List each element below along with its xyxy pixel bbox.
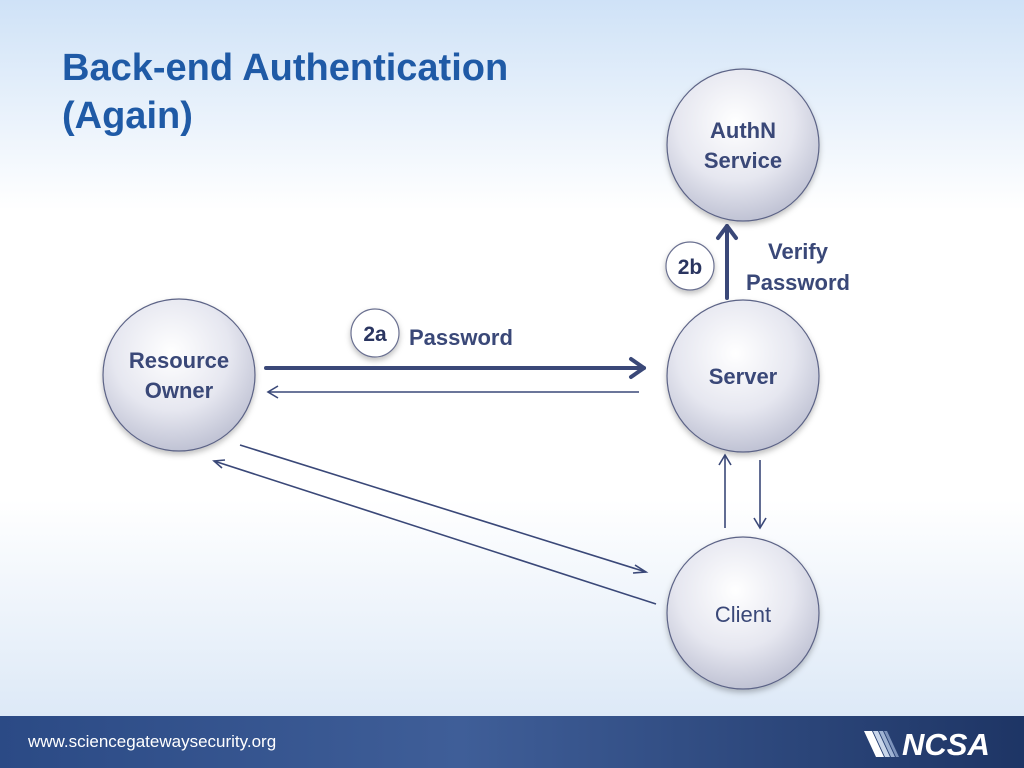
- arrowhead-password: [629, 357, 646, 379]
- arrowhead-server-to-client: [753, 517, 767, 530]
- step-2a-text: 2a: [363, 323, 387, 346]
- bold-connectors: [264, 224, 738, 379]
- verify-label-line-2: Password: [746, 270, 850, 295]
- node-resource-owner: Resource Owner: [102, 298, 256, 452]
- owner-label-line-1: Resource: [129, 348, 229, 373]
- arrowhead-owner-to-client: [632, 564, 649, 574]
- authn-label-line-2: Service: [704, 148, 782, 173]
- arrowhead-verify: [716, 224, 738, 240]
- step-badge-2a: 2a: [350, 308, 400, 358]
- auth-flow-diagram: AuthN Service Server Resource Owner Clie…: [102, 68, 850, 690]
- footer-bar: www.sciencegatewaysecurity.org NCSA: [0, 716, 1024, 768]
- node-authn-service: AuthN Service: [666, 68, 820, 222]
- owner-label-line-2: Owner: [145, 378, 214, 403]
- step-badge-2b: 2b: [665, 241, 715, 291]
- ncsa-logo-text: NCSA: [902, 727, 990, 762]
- verify-label-line-1: Verify: [768, 239, 829, 264]
- server-label: Server: [709, 364, 778, 389]
- node-client: Client: [666, 536, 820, 690]
- arrowhead-server-to-owner: [266, 385, 279, 399]
- ncsa-logo: NCSA: [864, 727, 1014, 762]
- footer-url: www.sciencegatewaysecurity.org: [28, 732, 277, 751]
- title-line-2: (Again): [62, 95, 193, 137]
- ncsa-stripes-icon: [864, 731, 899, 757]
- client-label: Client: [715, 602, 771, 627]
- arrowhead-client-to-server: [718, 453, 732, 466]
- arrow-client-to-owner: [213, 460, 657, 605]
- title-line-1: Back-end Authentication: [62, 47, 509, 89]
- node-server: Server: [666, 299, 820, 453]
- step-2b-text: 2b: [678, 256, 703, 279]
- authn-label-line-1: AuthN: [710, 118, 776, 143]
- thin-connectors: [212, 385, 767, 605]
- arrowhead-client-to-owner: [212, 459, 226, 469]
- arrow-owner-to-client: [239, 444, 647, 573]
- password-edge-label: Password: [409, 325, 513, 350]
- slide-title: Back-end Authentication (Again): [62, 44, 508, 140]
